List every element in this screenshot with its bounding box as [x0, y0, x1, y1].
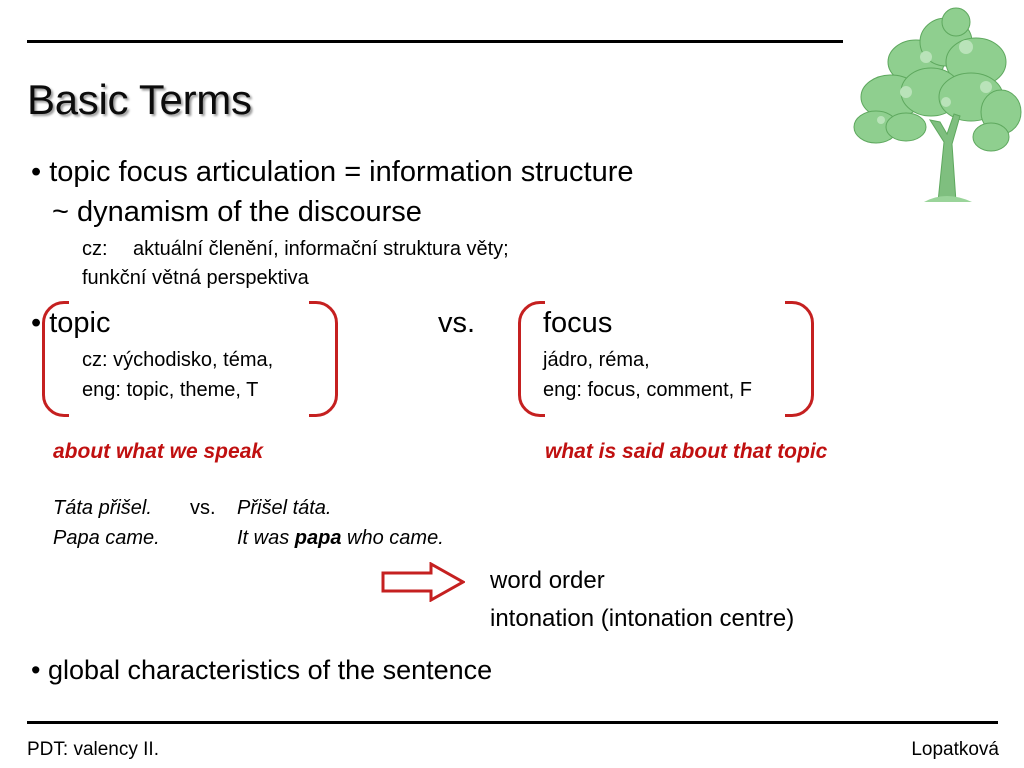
topic-explanation: about what we speak: [53, 440, 264, 463]
cz-text: aktuální členění, informační struktura v…: [133, 238, 509, 260]
topic-eng: eng: topic, theme, T: [82, 379, 259, 401]
cz-text-2: funkční větná perspektiva: [82, 267, 309, 289]
bullet-tfa: • topic focus articulation = information…: [31, 156, 634, 188]
topic-label: • topic: [31, 307, 111, 339]
bullet-global: • global characteristics of the sentence: [31, 655, 493, 685]
example-en-2: It was papa who came.: [237, 527, 444, 550]
vs-label: vs.: [438, 307, 476, 339]
example-en-2-pre: It was: [237, 527, 295, 549]
means-intonation: intonation (intonation centre): [490, 605, 795, 632]
focus-bracket: [518, 300, 814, 418]
topic-bracket: [42, 300, 338, 418]
right-arrow-icon: [381, 562, 465, 602]
footer-right: Lopatková: [911, 739, 999, 760]
tree-icon: [853, 7, 1022, 202]
page-title: Basic Terms: [27, 76, 252, 123]
example-cz-1: Táta přišel.: [53, 497, 152, 519]
example-cz-2: Přišel táta.: [237, 497, 332, 519]
example-en-1: Papa came.: [53, 527, 160, 549]
cz-label: cz:: [82, 238, 108, 260]
example-en-2-post: who came.: [341, 527, 444, 549]
example-vs: vs.: [190, 497, 216, 520]
footer-left: PDT: valency II.: [27, 739, 159, 760]
focus-cz: jádro, réma,: [543, 349, 650, 371]
focus-explanation: what is said about that topic: [545, 440, 828, 463]
focus-eng: eng: focus, comment, F: [543, 379, 752, 401]
means-word-order: word order: [490, 567, 605, 594]
bottom-rule: [27, 721, 998, 724]
bullet-tfa-sub: ~ dynamism of the discourse: [52, 196, 422, 228]
example-en-2-bold: papa: [294, 527, 342, 549]
focus-label: focus: [543, 307, 613, 339]
top-rule: [27, 40, 843, 43]
example-vs-text: vs.: [190, 497, 216, 519]
topic-cz: cz: východisko, téma,: [82, 349, 274, 371]
